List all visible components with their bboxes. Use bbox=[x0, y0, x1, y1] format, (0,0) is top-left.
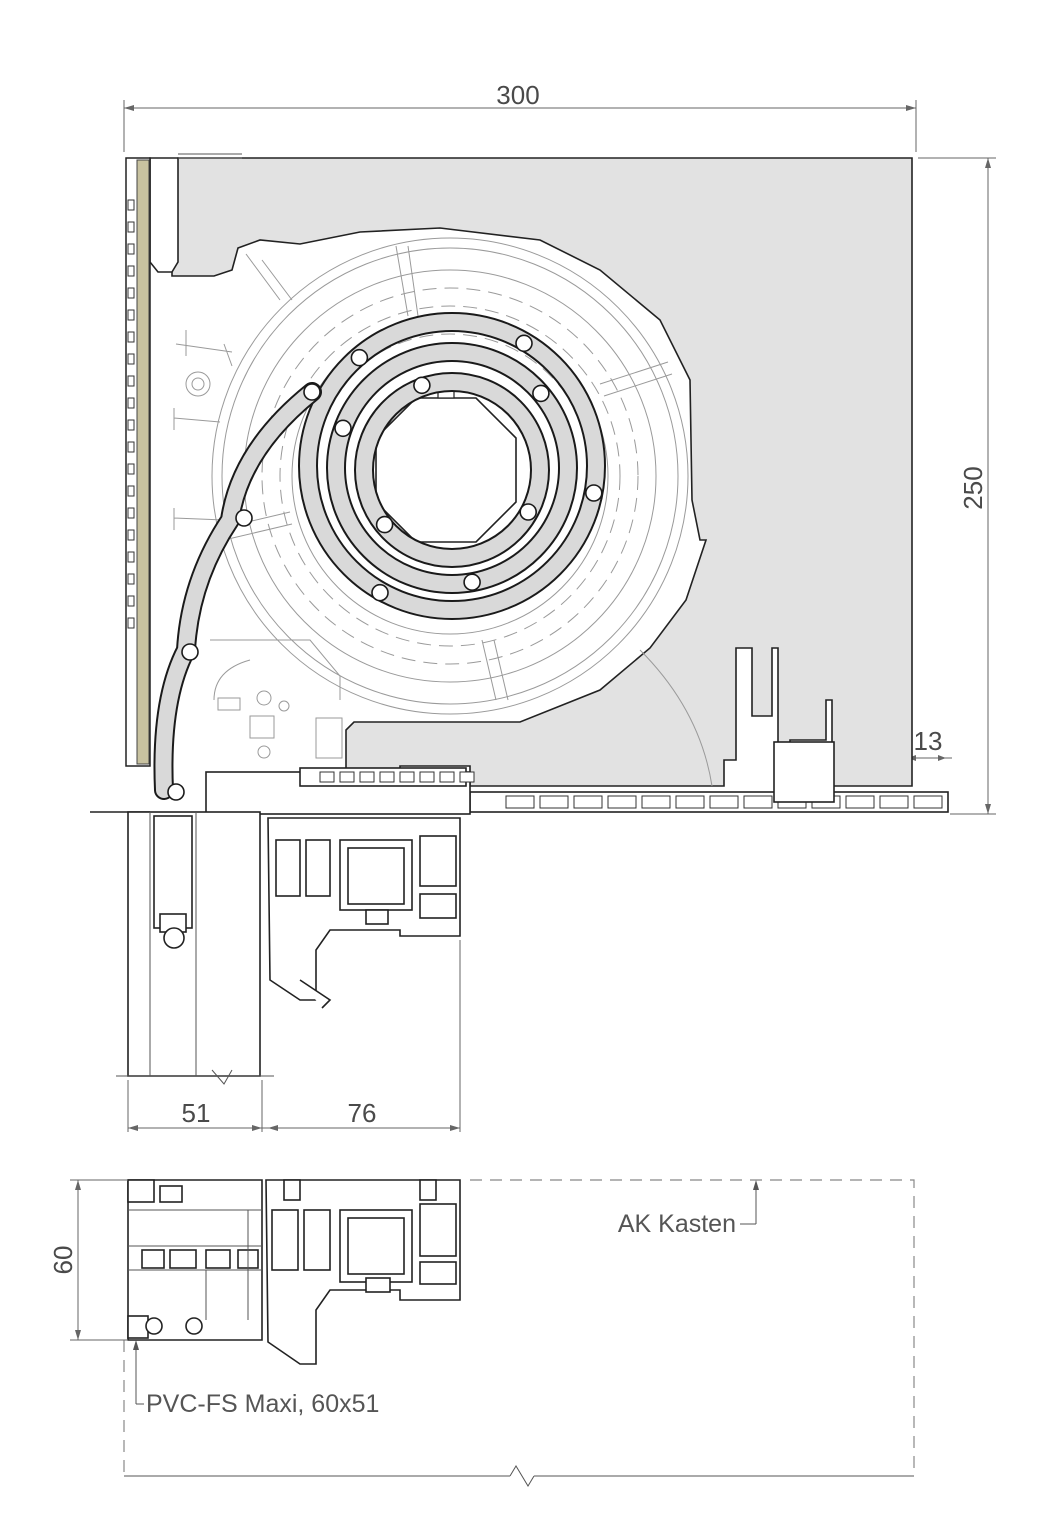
insulation-notch bbox=[127, 221, 135, 233]
insulation-notch bbox=[127, 353, 135, 365]
insulation-notch bbox=[127, 331, 135, 343]
descending-shutter-curtain bbox=[153, 382, 322, 801]
insulation-notch bbox=[127, 485, 135, 497]
profile-cell bbox=[879, 795, 909, 809]
profile-cell bbox=[743, 795, 773, 809]
slat-hook bbox=[515, 334, 533, 353]
mounting-bracket bbox=[173, 253, 713, 787]
dimension-box-height-label: 250 bbox=[958, 466, 988, 509]
box-bottom-profile bbox=[90, 741, 949, 815]
profile-cell bbox=[379, 771, 395, 783]
slat-hook bbox=[532, 384, 550, 403]
insulation-panel bbox=[125, 157, 151, 767]
profile-cell bbox=[459, 771, 475, 783]
insulation-notch bbox=[127, 529, 135, 541]
dimension-guide-width: 51 bbox=[127, 1080, 263, 1132]
profile-cell bbox=[539, 795, 569, 809]
dimension-box-width: 300 bbox=[123, 80, 917, 152]
profile-cell bbox=[399, 771, 415, 783]
insulation-notch bbox=[127, 243, 135, 255]
profile-cell bbox=[913, 795, 943, 809]
insulation-notch bbox=[127, 507, 135, 519]
insulation-notch bbox=[127, 309, 135, 321]
profile-cell bbox=[607, 795, 637, 809]
profile-cell bbox=[709, 795, 739, 809]
dimension-frame-width: 76 bbox=[262, 940, 461, 1132]
dimension-box-height: 250 bbox=[918, 157, 996, 815]
insulation-notch bbox=[127, 419, 135, 431]
slat-hook bbox=[350, 348, 369, 367]
guide-rail-label: PVC-FS Maxi, 60x51 bbox=[146, 1390, 379, 1418]
slat-hook bbox=[371, 583, 389, 602]
slat-hook bbox=[519, 503, 538, 521]
dimension-section-height-label: 60 bbox=[48, 1246, 78, 1275]
insulation-notch bbox=[127, 573, 135, 585]
insulation-notch bbox=[127, 595, 135, 607]
slat-hook bbox=[584, 484, 603, 502]
insulation-notch bbox=[127, 397, 135, 409]
slat-hook bbox=[334, 419, 352, 438]
plan-section: 60 AK Kasten PVC-FS Maxi, 60x51 bbox=[48, 1179, 915, 1487]
box-type-label: AK Kasten bbox=[618, 1210, 736, 1238]
insulation-notch bbox=[127, 441, 135, 453]
dimension-side-offset: 13 bbox=[908, 726, 952, 761]
insulation-notch bbox=[127, 375, 135, 387]
roller-end-cap bbox=[211, 237, 689, 715]
insulation-notch bbox=[127, 265, 135, 277]
slat-hook bbox=[375, 515, 394, 534]
profile-cell bbox=[573, 795, 603, 809]
octagonal-shaft bbox=[375, 389, 517, 543]
profile-cell bbox=[319, 771, 335, 783]
insulation-notch bbox=[127, 617, 135, 629]
profile-cell bbox=[505, 795, 535, 809]
insulation-notch bbox=[127, 551, 135, 563]
dimension-frame-width-label: 76 bbox=[348, 1098, 377, 1128]
profile-cell bbox=[641, 795, 671, 809]
dimension-side-offset-label: 13 bbox=[914, 726, 943, 756]
profile-cell bbox=[439, 771, 455, 783]
dimension-box-width-label: 300 bbox=[496, 80, 539, 110]
profile-cell bbox=[419, 771, 435, 783]
profile-cell bbox=[359, 771, 375, 783]
insulation-notch bbox=[127, 199, 135, 211]
insulation-notch bbox=[127, 287, 135, 299]
dimension-guide-width-label: 51 bbox=[182, 1098, 211, 1128]
rolled-shutter-slats bbox=[298, 312, 606, 620]
profile-cell bbox=[845, 795, 875, 809]
profile-cell bbox=[675, 795, 705, 809]
slat-hook bbox=[413, 376, 431, 395]
window-frame-profile-upper bbox=[116, 811, 461, 1085]
profile-cell bbox=[339, 771, 355, 783]
slat-hook bbox=[463, 573, 481, 592]
insulation-notch bbox=[127, 463, 135, 475]
